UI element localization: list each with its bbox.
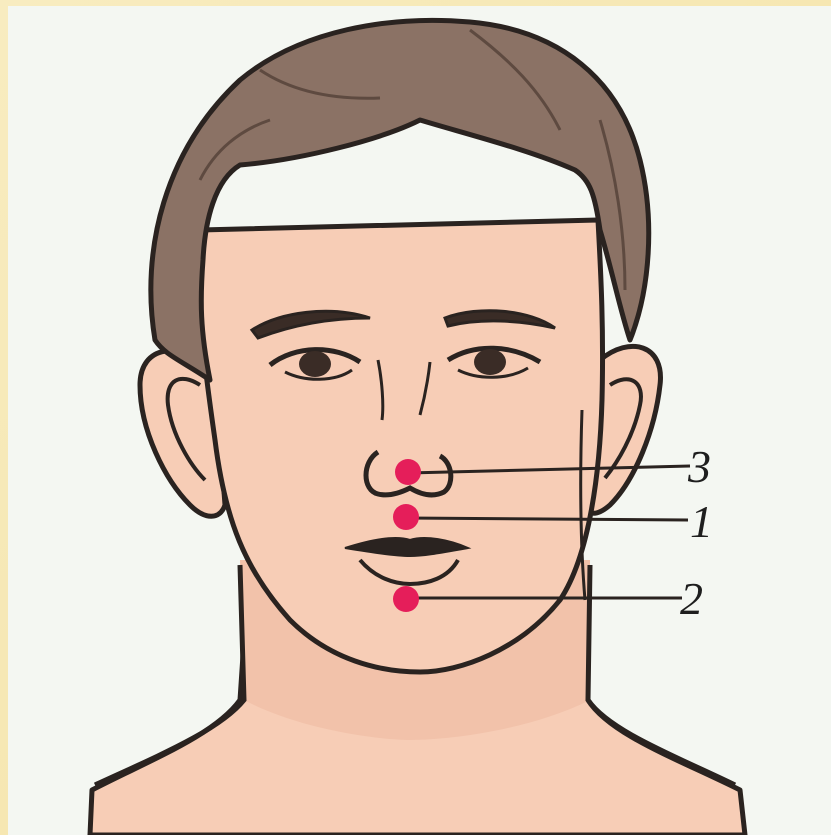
label-2: 2 (680, 573, 703, 624)
right-iris (474, 349, 506, 375)
point-2-marker (393, 586, 419, 612)
point-3-marker (395, 459, 421, 485)
leader-line-1 (406, 518, 688, 520)
label-1: 1 (690, 496, 713, 547)
label-3: 3 (687, 441, 711, 492)
point-1-marker (393, 504, 419, 530)
left-iris (299, 351, 331, 377)
